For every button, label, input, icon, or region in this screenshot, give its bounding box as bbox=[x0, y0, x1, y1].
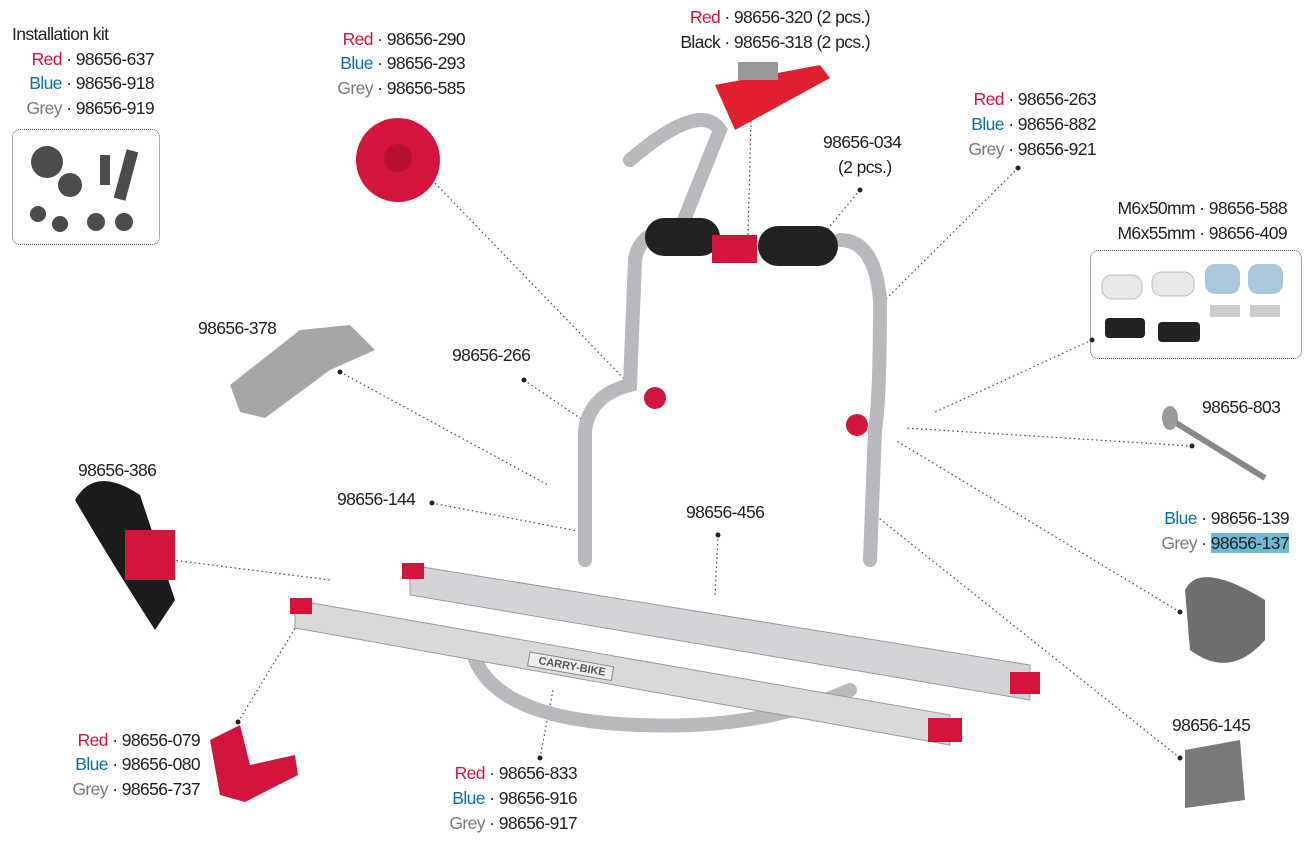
part-code: 98656-737 bbox=[121, 779, 201, 799]
installation-kit-icons bbox=[30, 146, 139, 232]
part-code: 98656-588 bbox=[1208, 198, 1288, 218]
part-code: 98656-921 bbox=[1017, 139, 1097, 159]
color-label: Red bbox=[689, 7, 721, 27]
knob-small-icon bbox=[644, 387, 666, 409]
part-code: 98656-456 bbox=[686, 502, 765, 522]
part-code: 98656-293 bbox=[386, 53, 466, 73]
part-code: 98656-917 bbox=[498, 813, 578, 833]
strap-icon bbox=[715, 62, 830, 130]
mount-kit-box bbox=[1090, 250, 1302, 359]
color-label: Grey bbox=[1161, 533, 1197, 553]
part-code: 98656-139 bbox=[1210, 508, 1290, 528]
color-label: Blue bbox=[1164, 508, 1197, 528]
color-label: Red bbox=[77, 730, 109, 750]
wheel-holder-icon bbox=[210, 725, 298, 802]
bolt-803-icon bbox=[1166, 415, 1267, 481]
color-label: Black bbox=[680, 32, 721, 52]
installation-kit-box bbox=[12, 129, 160, 245]
part-code: 98656-919 bbox=[75, 98, 155, 118]
part-code: 98656-916 bbox=[498, 788, 578, 808]
part-code-highlighted[interactable]: 98656-137 bbox=[1210, 533, 1290, 553]
part-qty: (2 pcs.) bbox=[838, 157, 892, 177]
holder-378-icon bbox=[230, 325, 375, 418]
part-code: 98656-386 bbox=[78, 460, 157, 480]
part-code: 98656-585 bbox=[386, 78, 466, 98]
color-label: Red bbox=[454, 763, 486, 783]
part-code: 98656-079 bbox=[121, 730, 201, 750]
color-label: Grey bbox=[72, 779, 108, 799]
part-code: 98656-318 (2 pcs.) bbox=[733, 32, 871, 52]
part-code: 98656-409 bbox=[1208, 223, 1288, 243]
end-cap-145-icon bbox=[1185, 740, 1245, 808]
leader-dots bbox=[169, 82, 1195, 761]
part-code: 98656-145 bbox=[1172, 715, 1251, 735]
part-code: 98656-833 bbox=[498, 763, 578, 783]
part-code: 98656-144 bbox=[337, 489, 416, 509]
strap-386-icon bbox=[75, 481, 175, 630]
installation-kit-title: Installation kit bbox=[12, 24, 109, 44]
part-code: 98656-882 bbox=[1017, 114, 1097, 134]
knob-icon bbox=[356, 118, 440, 202]
color-label: Blue bbox=[340, 53, 373, 73]
color-label: Blue bbox=[29, 73, 62, 93]
color-label: Blue bbox=[971, 114, 1004, 134]
part-code: 98656-320 (2 pcs.) bbox=[733, 7, 871, 27]
part-code: 98656-266 bbox=[452, 345, 531, 365]
cap-137-icon bbox=[1185, 577, 1265, 663]
color-label: Blue bbox=[75, 754, 108, 774]
pads-icon bbox=[645, 218, 838, 266]
part-code: 98656-803 bbox=[1202, 397, 1281, 417]
part-code: 98656-378 bbox=[198, 318, 277, 338]
part-code: 98656-637 bbox=[75, 49, 155, 69]
part-code: 98656-034 bbox=[823, 132, 902, 152]
knob-small-icon bbox=[846, 414, 868, 436]
color-label: Blue bbox=[452, 788, 485, 808]
part-code: 98656-080 bbox=[121, 754, 201, 774]
color-label: Grey bbox=[337, 78, 373, 98]
part-code: 98656-263 bbox=[1017, 89, 1097, 109]
color-label: Grey bbox=[968, 139, 1004, 159]
color-label: Grey bbox=[449, 813, 485, 833]
mount-kit-icons bbox=[1101, 264, 1283, 342]
color-label: Red bbox=[973, 89, 1005, 109]
leader-lines bbox=[171, 84, 1193, 759]
color-label: Red bbox=[342, 29, 374, 49]
bolt-size: M6x50mm bbox=[1117, 198, 1195, 218]
part-code: 98656-918 bbox=[75, 73, 155, 93]
rails-icon: CARRY-BIKE bbox=[290, 563, 1040, 746]
part-code: 98656-290 bbox=[386, 29, 466, 49]
bolt-size: M6x55mm bbox=[1117, 223, 1195, 243]
color-label: Red bbox=[31, 49, 63, 69]
color-label: Grey bbox=[26, 98, 62, 118]
